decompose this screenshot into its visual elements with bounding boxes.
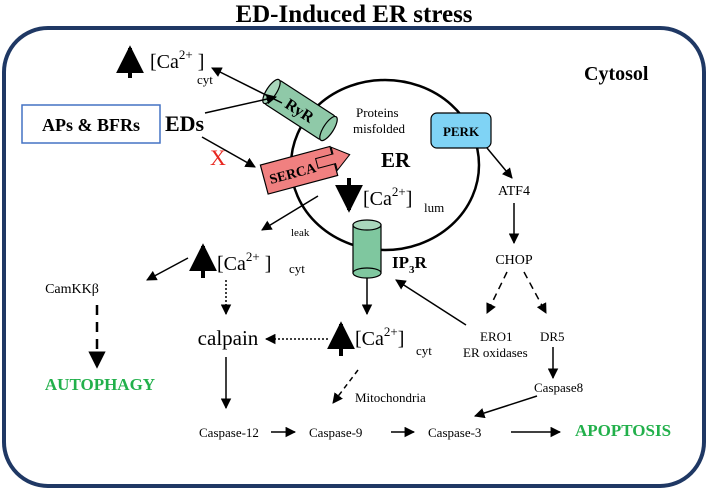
diagram-title: ED-Induced ER stress	[235, 1, 472, 28]
camkkb-label: CamKKβ	[45, 282, 99, 297]
leak-label: leak	[291, 227, 310, 239]
ip3r-channel	[352, 219, 382, 279]
arrow-perk-to-atf4	[486, 147, 513, 179]
cytosol-label: Cytosol	[584, 63, 649, 85]
svg-text:cyt: cyt	[289, 261, 305, 276]
arrow-eds-to-serca	[201, 136, 256, 168]
svg-text:cyt: cyt	[416, 343, 432, 358]
svg-text:[Ca2+ ]: [Ca2+ ]	[150, 47, 204, 73]
autophagy-outcome: AUTOPHAGY	[45, 375, 155, 394]
caspase8-label: Caspase8	[534, 380, 583, 395]
er-label: ER	[381, 148, 411, 172]
aps-bfrs-box	[21, 104, 161, 144]
arrow-ero1-to-ip3r	[395, 279, 467, 326]
aps-bfrs-label: APs & BFRs	[42, 115, 140, 135]
caspase9-label: Caspase-9	[309, 425, 362, 440]
svg-text:lum: lum	[424, 200, 444, 215]
arrow-ryr-to-ca-top	[211, 67, 283, 104]
chop-label: CHOP	[495, 253, 533, 268]
caspase3-label: Caspase-3	[428, 425, 481, 440]
atf4-label: ATF4	[498, 184, 530, 199]
perk-sensor	[430, 112, 492, 149]
svg-text:[Ca2+ ]: [Ca2+ ]	[217, 249, 271, 275]
arrow-eds-to-ryr	[204, 93, 278, 114]
svg-text:cyt: cyt	[197, 72, 213, 87]
perk-label: PERK	[443, 124, 480, 139]
ca-cyt-top: [Ca2+ ] cyt	[150, 47, 213, 87]
serca-pump: SERCA	[259, 145, 351, 195]
arrow-chop-to-ero1	[486, 271, 508, 314]
dr5-label: DR5	[540, 329, 565, 344]
ca-cyt-lower: [Ca2+] cyt	[355, 324, 432, 358]
svg-text:[Ca2+]: [Ca2+]	[355, 324, 404, 350]
proteins-misfolded-label-1: Proteins	[356, 105, 399, 120]
svg-text:[Ca2+]: [Ca2+]	[363, 184, 412, 210]
ip3r-label: IP3R	[392, 253, 428, 276]
apoptosis-outcome: APOPTOSIS	[575, 421, 671, 440]
ero1-label: ERO1	[480, 329, 513, 344]
ca-cyt-middle: [Ca2+ ] cyt	[217, 249, 305, 276]
proteins-misfolded-label-2: misfolded	[353, 121, 405, 136]
inhibition-mark: X	[210, 145, 226, 170]
er-oxidases-label: ER oxidases	[463, 345, 528, 360]
eds-label: EDs	[165, 111, 205, 136]
ca-lum: [Ca2+] lum	[363, 184, 444, 215]
arrow-ca-to-camkkb	[146, 257, 189, 281]
arrow-leak	[261, 195, 319, 231]
caspase12-label: Caspase-12	[199, 425, 259, 440]
arrow-chop-to-dr5	[523, 271, 547, 314]
calpain-label: calpain	[198, 326, 259, 350]
mitochondria-label: Mitochondria	[355, 390, 426, 405]
arrow-caspase8-to-caspase3	[474, 395, 538, 419]
arrow-ca-to-mitochondria	[332, 369, 359, 404]
